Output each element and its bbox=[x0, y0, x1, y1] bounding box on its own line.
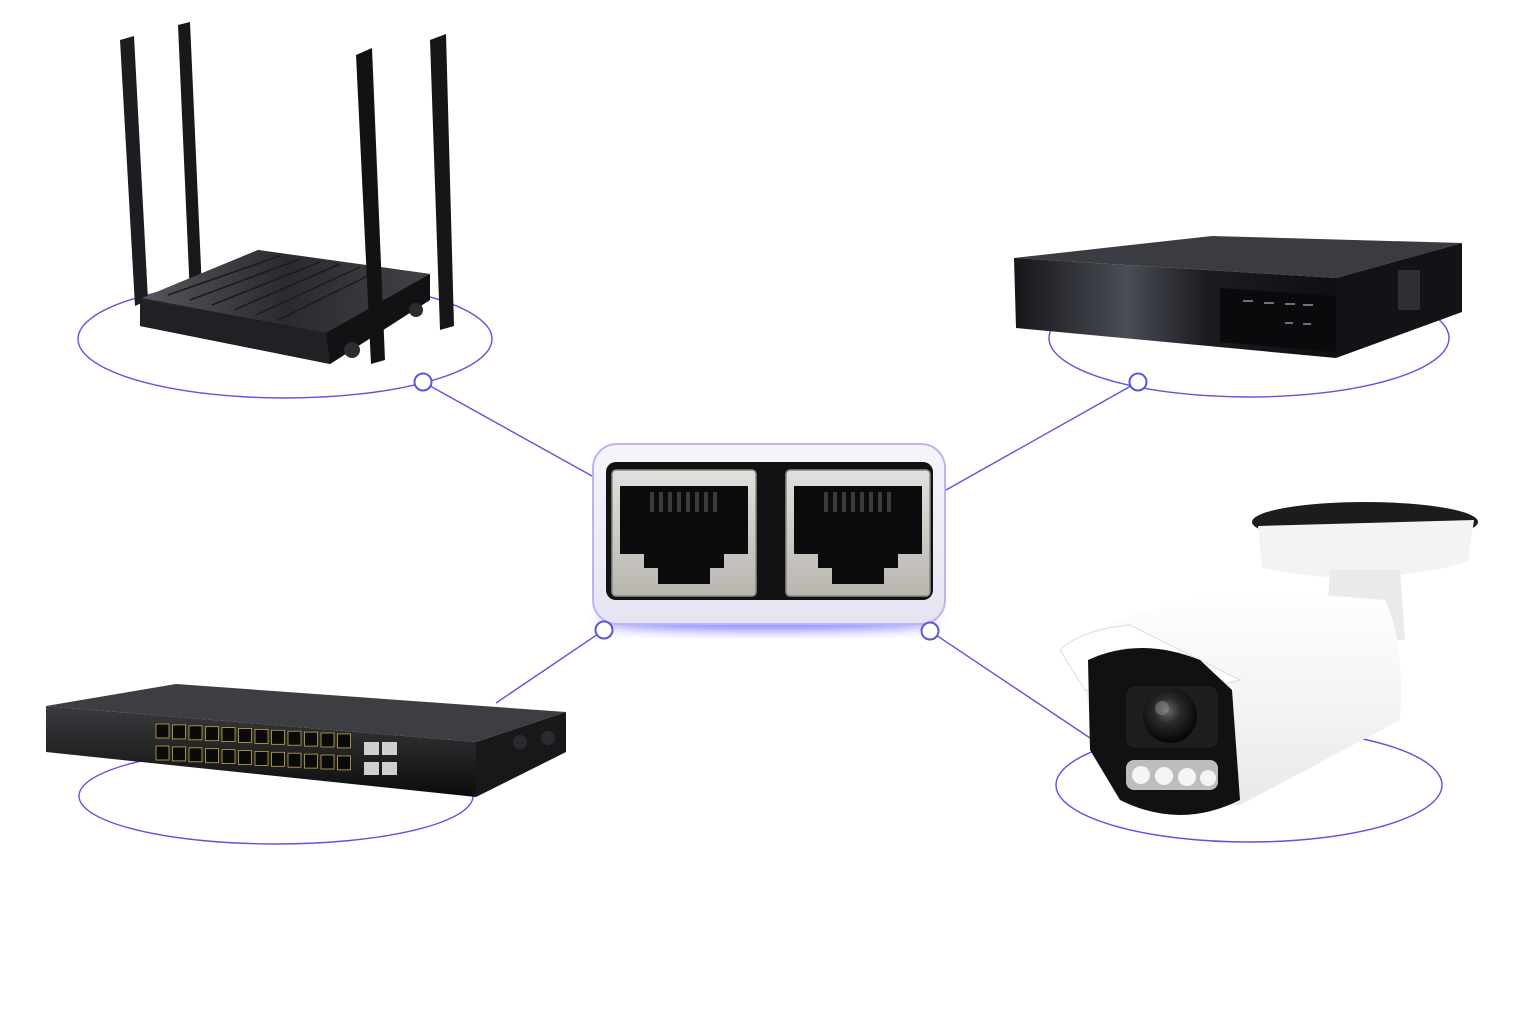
switch-rj45-port bbox=[287, 752, 302, 768]
switch-rj45-port bbox=[188, 747, 203, 763]
switch-rj45-port bbox=[238, 750, 252, 765]
connector-router bbox=[422, 381, 593, 477]
nvr-icon bbox=[1014, 236, 1462, 358]
switch-group bbox=[46, 684, 566, 845]
switch-rj45-port bbox=[238, 728, 252, 743]
connector-lines bbox=[422, 381, 1139, 739]
hub-node-right bbox=[920, 621, 940, 641]
router-node bbox=[413, 372, 433, 392]
switch-rj45-port bbox=[271, 751, 285, 767]
switch-rj45-port bbox=[172, 746, 186, 762]
switch-rj45-port bbox=[320, 754, 335, 770]
switch-uplink-port bbox=[364, 742, 379, 755]
camera-group bbox=[1055, 502, 1478, 843]
switch-rj45-port bbox=[221, 749, 236, 764]
switch-rj45-port bbox=[254, 751, 269, 766]
hub-node-left bbox=[594, 620, 614, 640]
switch-uplink-port bbox=[382, 742, 397, 755]
rj45-port bbox=[785, 469, 931, 597]
switch-rj45-port bbox=[304, 753, 318, 769]
connector-switch bbox=[495, 629, 605, 704]
switch-rj45-port bbox=[221, 727, 236, 742]
switch-rj45-port bbox=[337, 755, 351, 771]
connector-camera bbox=[929, 630, 1091, 739]
switch-rj45-port bbox=[172, 724, 186, 740]
switch-uplink-port bbox=[382, 762, 397, 775]
nvr-group bbox=[1014, 236, 1462, 398]
switch-ports bbox=[155, 723, 397, 775]
switch-rj45-port bbox=[304, 731, 318, 747]
router-group bbox=[77, 22, 493, 399]
connector-nvr bbox=[945, 381, 1139, 491]
nvr-node bbox=[1128, 372, 1148, 392]
switch-rj45-port bbox=[254, 729, 269, 744]
switch-rj45-port bbox=[188, 725, 203, 741]
switch-rj45-port bbox=[271, 729, 285, 745]
switch-rj45-port bbox=[205, 726, 219, 742]
switch-rj45-port bbox=[155, 723, 170, 739]
switch-uplink-port bbox=[364, 762, 379, 775]
coupler-ports bbox=[611, 469, 931, 597]
camera-icon bbox=[1059, 502, 1478, 815]
rj45-coupler bbox=[592, 443, 946, 641]
switch-rj45-port bbox=[155, 745, 170, 761]
switch-rj45-port bbox=[337, 733, 351, 749]
switch-rj45-port bbox=[287, 730, 302, 746]
switch-icon bbox=[46, 684, 566, 797]
switch-rj45-port bbox=[320, 732, 335, 748]
switch-rj45-port bbox=[205, 748, 219, 764]
router-icon bbox=[120, 22, 454, 364]
rj45-port bbox=[611, 469, 757, 597]
